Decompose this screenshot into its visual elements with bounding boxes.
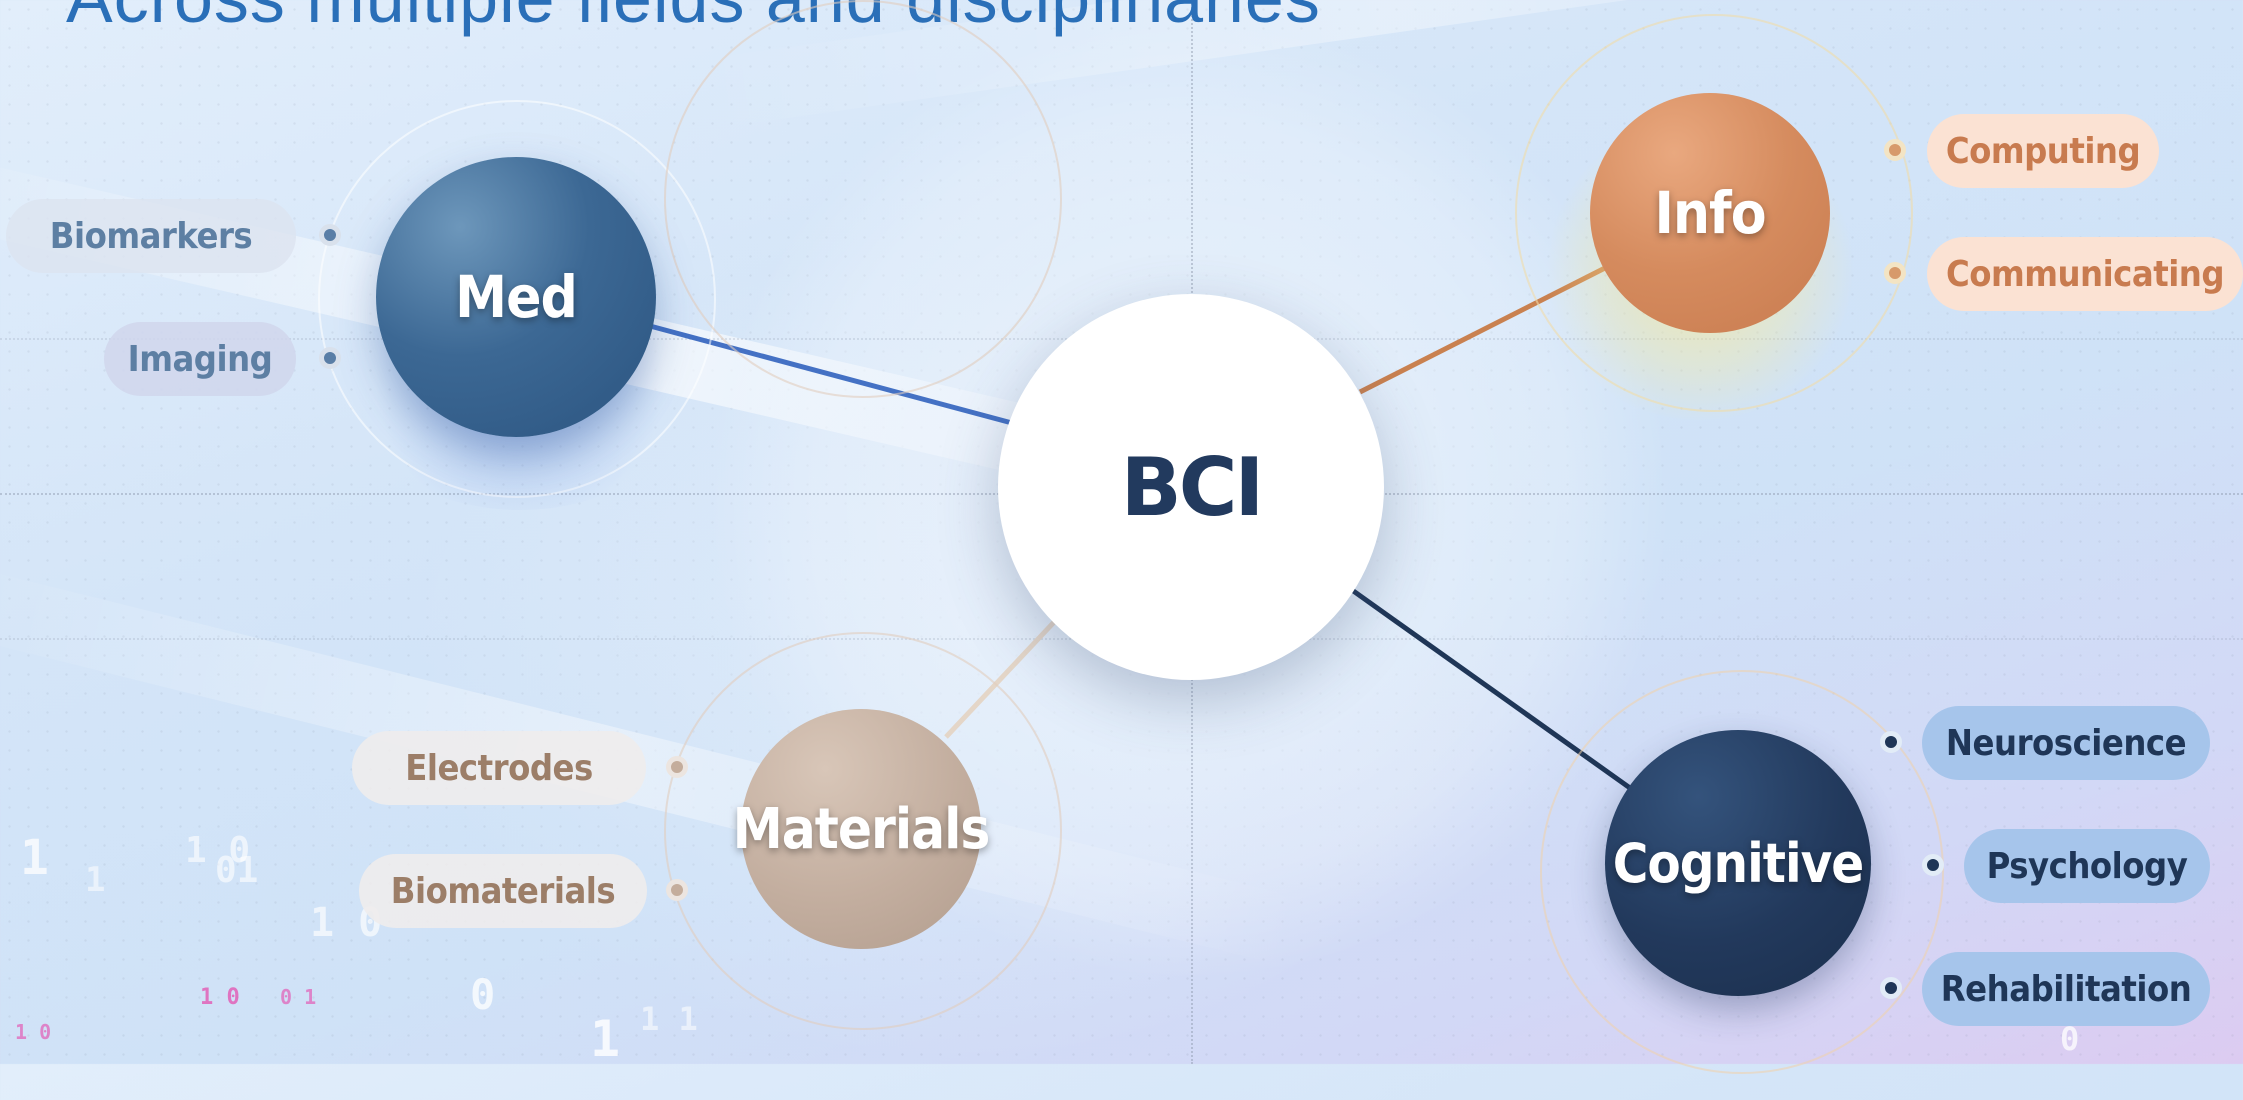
- binary-rain-decoration: 01: [215, 850, 259, 891]
- binary-rain-decoration: 0: [2060, 1020, 2080, 1058]
- connector-dot: [1922, 854, 1944, 876]
- med-node: Med: [376, 157, 656, 437]
- pill-psychology: Psychology: [1964, 829, 2210, 903]
- materials-ring: [664, 632, 1062, 1030]
- pill-psychology-label: Psychology: [1986, 845, 2188, 887]
- pill-imaging-label: Imaging: [127, 338, 273, 380]
- binary-rain-decoration: 1 0: [15, 1020, 52, 1044]
- pill-biomaterials: Biomaterials: [359, 854, 647, 928]
- pill-communicating: Communicating: [1927, 237, 2243, 311]
- bci-center-node: BCI: [998, 294, 1384, 680]
- pill-biomarkers: Biomarkers: [6, 199, 296, 273]
- pill-computing: Computing: [1927, 114, 2159, 188]
- pill-biomaterials-label: Biomaterials: [390, 870, 616, 912]
- cognitive-node: Cognitive: [1605, 730, 1871, 996]
- info-node-label: Info: [1654, 179, 1766, 247]
- pill-communicating-label: Communicating: [1945, 253, 2225, 295]
- bci-center-label: BCI: [1120, 440, 1264, 534]
- connector-dot: [1884, 262, 1906, 284]
- connector-dot: [666, 879, 688, 901]
- pill-neuroscience: Neuroscience: [1922, 706, 2210, 780]
- pill-neuroscience-label: Neuroscience: [1945, 722, 2187, 764]
- connector-dot: [1880, 977, 1902, 999]
- materials-node: Materials: [733, 709, 990, 949]
- connector-dot: [666, 756, 688, 778]
- info-node: Info: [1590, 93, 1830, 333]
- binary-rain-decoration: 1 1: [640, 1000, 698, 1038]
- slide-title: Across multiple fields and disciplinarie…: [66, 0, 1321, 38]
- materials-ring: [664, 0, 1062, 398]
- connector-dot: [1884, 139, 1906, 161]
- med-node-label: Med: [455, 263, 578, 331]
- binary-rain-decoration: 1: [590, 1010, 621, 1068]
- connector-dot: [1880, 731, 1902, 753]
- binary-rain-decoration: 1 0: [185, 830, 251, 871]
- binary-rain-decoration: 1 0: [200, 985, 240, 1010]
- binary-rain-decoration: 1: [20, 830, 49, 886]
- binary-rain-decoration: 0: [470, 970, 496, 1019]
- pill-rehabilitation: Rehabilitation: [1922, 952, 2210, 1026]
- materials-node-label: Materials: [732, 796, 991, 862]
- binary-rain-decoration: 0 1: [280, 985, 317, 1009]
- pill-imaging: Imaging: [104, 322, 296, 396]
- pill-electrodes: Electrodes: [352, 731, 646, 805]
- cognitive-node-label: Cognitive: [1612, 831, 1865, 895]
- pill-electrodes-label: Electrodes: [405, 747, 593, 789]
- connector-dot: [319, 347, 341, 369]
- connector-dot: [319, 224, 341, 246]
- pill-rehabilitation-label: Rehabilitation: [1940, 968, 2192, 1010]
- binary-rain-decoration: 1: [85, 860, 106, 900]
- pill-biomarkers-label: Biomarkers: [49, 215, 253, 257]
- pill-computing-label: Computing: [1945, 130, 2141, 172]
